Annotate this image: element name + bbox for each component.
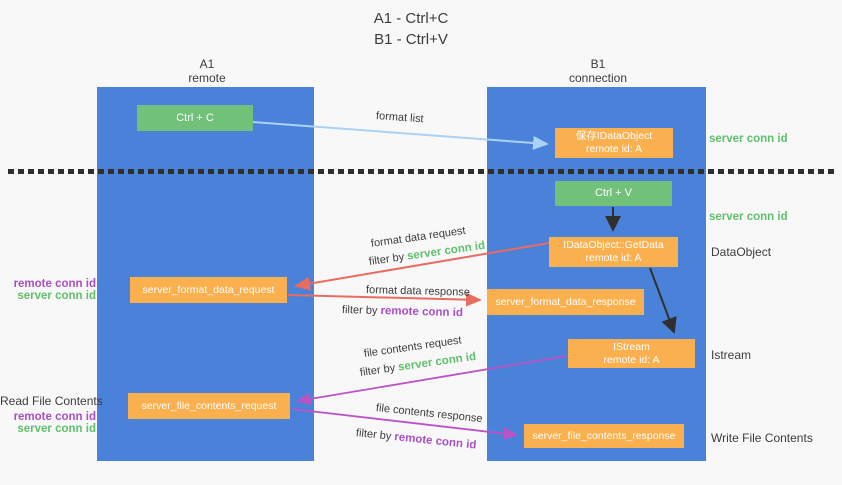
server-format-data-request-box: server_format_data_request (130, 277, 287, 303)
filter-by-text: filter by (359, 362, 396, 379)
column-a-subtitle: remote (188, 71, 226, 85)
remote-conn-id-key: remote conn id (393, 431, 477, 452)
istream-box: IStream remote id: A (568, 339, 695, 368)
filter-by-text: filter by (368, 251, 405, 268)
idataobject-getdata-line1: IDataObject::GetData (563, 239, 664, 251)
server-conn-id-key: server conn id (397, 350, 477, 374)
save-idataobject-line1: 保存IDataObject (575, 130, 653, 142)
dotted-separator (8, 169, 834, 174)
server-conn-id-annotation-mid: server conn id (709, 211, 788, 223)
server-file-contents-request-box: server_file_contents_request (128, 393, 290, 419)
column-b-header: B1 connection (538, 57, 658, 85)
format-list-label: format list (375, 110, 424, 126)
remote-conn-id-key: remote conn id (380, 305, 464, 320)
istream-annotation: Istream (711, 348, 752, 362)
remote-conn-id-annotation-mid: remote conn id (13, 278, 96, 290)
server-format-data-response-box: server_format_data_response (487, 289, 644, 315)
server-format-data-request-label: server_format_data_request (142, 283, 275, 296)
format-data-response-filter: filter by remote conn id (342, 304, 463, 319)
column-b-subtitle: connection (568, 71, 628, 85)
dataobject-annotation: DataObject (711, 245, 772, 259)
ctrl-v-label: Ctrl + V (595, 187, 632, 199)
column-a-header: A1 remote (147, 57, 267, 85)
title-line-1: A1 - Ctrl+C (373, 10, 449, 27)
file-contents-response-filter: filter by remote conn id (355, 427, 477, 452)
server-file-contents-response-box: server_file_contents_response (524, 424, 684, 448)
read-file-contents-annotation: Read File Contents (0, 394, 103, 408)
server-format-data-response-label: server_format_data_response (495, 295, 636, 308)
istream-line2: remote id: A (603, 353, 660, 366)
write-file-contents-annotation: Write File Contents (711, 431, 813, 445)
idataobject-getdata-box: IDataObject::GetData remote id: A (549, 237, 678, 267)
server-file-contents-response-label: server_file_contents_response (532, 429, 676, 442)
filter-by-text: filter by (341, 304, 378, 317)
istream-line1: IStream (613, 340, 650, 353)
title-line-2: B1 - Ctrl+V (374, 31, 448, 48)
server-file-contents-request-label: server_file_contents_request (141, 399, 277, 412)
save-idataobject-line2: remote id: A (585, 143, 643, 155)
server-conn-id-annotation-top: server conn id (709, 133, 788, 145)
ctrl-c-box: Ctrl + C (137, 105, 253, 131)
column-b-name: B1 (590, 57, 606, 71)
column-a-name: A1 (199, 57, 215, 71)
remote-conn-id-annotation-bottom: remote conn id (13, 411, 96, 423)
save-idataobject-box: 保存IDataObject remote id: A (555, 128, 673, 158)
diagram-title: A1 - Ctrl+C B1 - Ctrl+V (0, 8, 822, 50)
idataobject-getdata-line2: remote id: A (585, 252, 642, 264)
ctrl-c-label: Ctrl + C (176, 111, 214, 124)
server-conn-id-annotation-left-bottom: server conn id (17, 423, 96, 435)
ctrl-v-box: Ctrl + V (555, 181, 672, 206)
filter-by-text: filter by (355, 427, 392, 443)
format-data-response-label: format data response (365, 284, 471, 299)
server-conn-id-annotation-left-mid: server conn id (17, 290, 96, 302)
file-contents-response-label: file contents response (375, 402, 484, 426)
